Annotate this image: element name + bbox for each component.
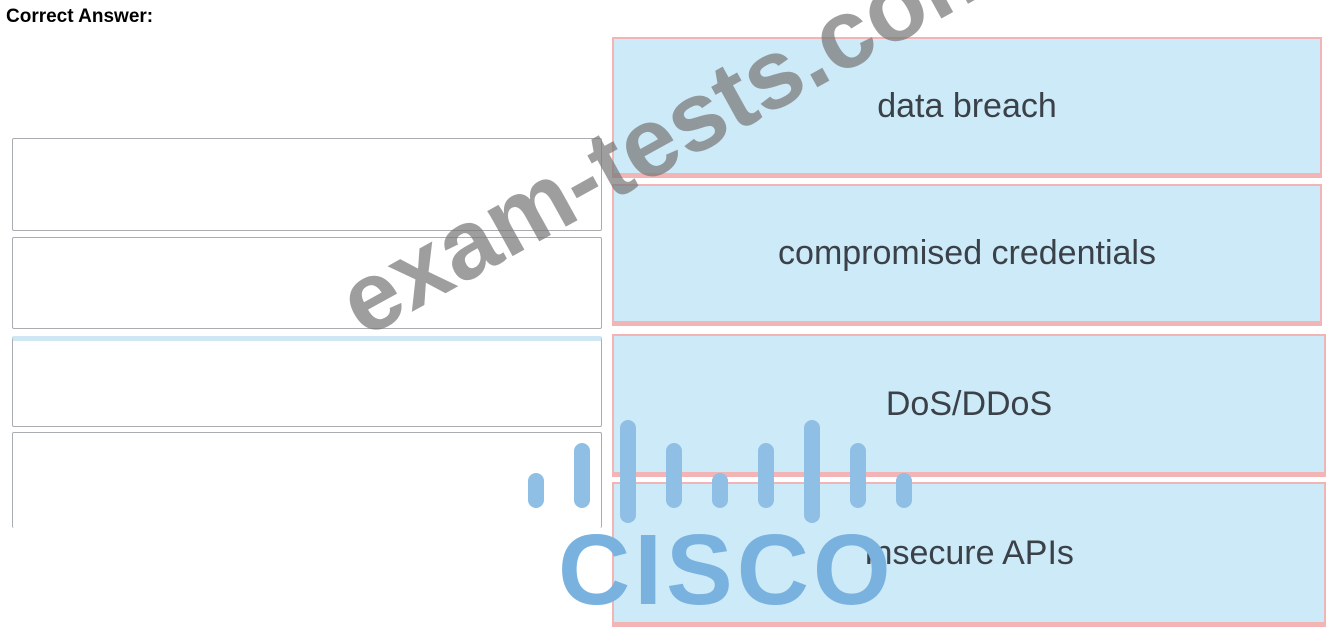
option-data-breach[interactable]: data breach (612, 37, 1322, 178)
answer-slot-3[interactable] (12, 336, 602, 427)
option-label: Insecure APIs (864, 533, 1074, 572)
correct-answer-heading: Correct Answer: (6, 6, 154, 27)
answer-slot-4[interactable] (12, 432, 602, 528)
answer-slot-2[interactable] (12, 237, 602, 329)
option-label: data breach (877, 86, 1057, 125)
answer-slot-1[interactable] (12, 138, 602, 231)
option-label: DoS/DDoS (885, 384, 1053, 423)
option-label: compromised credentials (778, 234, 1156, 272)
option-insecure-apis[interactable]: Insecure APIs (612, 482, 1326, 627)
option-dos-ddos[interactable]: DoS/DDoS (612, 334, 1326, 477)
option-compromised-credentials[interactable]: compromised credentials (612, 184, 1322, 326)
